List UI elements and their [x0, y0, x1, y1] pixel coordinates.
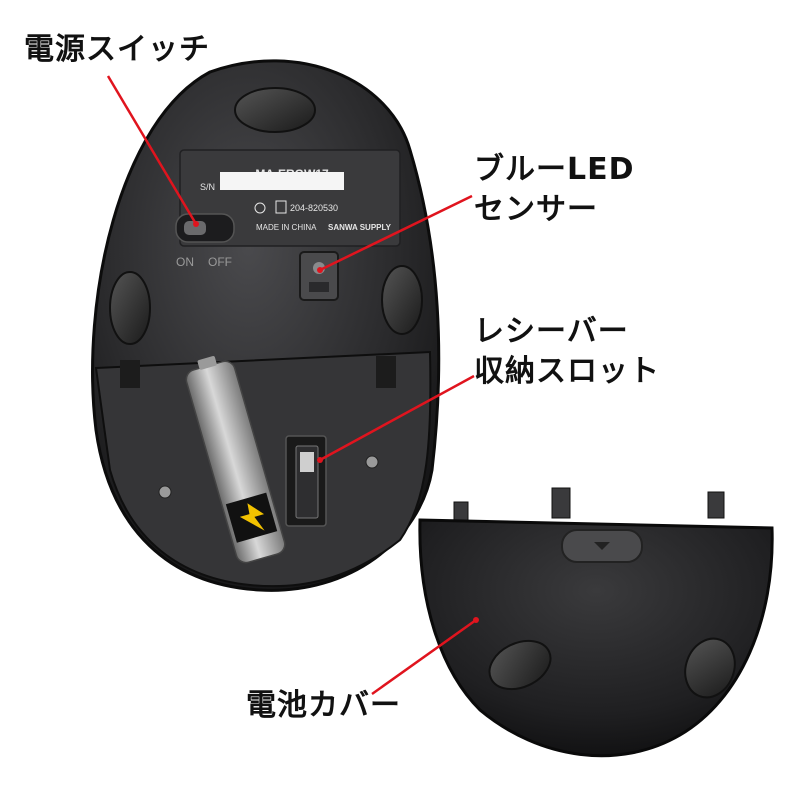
aa-battery — [185, 356, 286, 564]
callout-led-sensor-line1: ブルーLED — [474, 152, 635, 187]
compartment-latch-left — [120, 360, 140, 388]
leader-receiver-slot — [319, 374, 475, 462]
switch-off-label: OFF — [208, 255, 232, 269]
switch-on-label: ON — [176, 255, 194, 269]
battery-cover[interactable] — [418, 487, 774, 758]
leader-lines — [106, 75, 479, 696]
brand-text: SANWA SUPPLY — [328, 223, 392, 232]
screw-right-icon — [365, 455, 379, 469]
callout-battery-cover-text: 電池カバー — [246, 688, 401, 723]
compartment-latch-right — [376, 356, 396, 388]
leader-led-sensor — [319, 194, 473, 272]
certification-mark-icon — [254, 202, 266, 214]
leader-battery-cover — [371, 618, 477, 696]
sn-label: S/N — [200, 182, 215, 192]
battery-lightning-icon — [239, 503, 265, 531]
screw-left-icon — [158, 485, 172, 499]
cover-arrow-icon — [594, 542, 610, 550]
origin-text: MADE IN CHINA — [256, 223, 317, 232]
callout-battery-cover: 電池カバー — [246, 686, 401, 726]
cert-number: 204-820530 — [290, 203, 338, 213]
leader-power-switch — [106, 75, 198, 225]
callout-receiver-slot-line1: レシーバー — [474, 314, 629, 349]
power-switch-knob[interactable] — [184, 221, 206, 235]
right-foot-pad — [381, 265, 423, 335]
mouse-body: MA-ERGW17 S/N 204-820530 MADE IN CHINA S… — [91, 59, 441, 592]
sensor-window — [309, 282, 329, 292]
blue-led-sensor — [299, 251, 339, 301]
cover-foot-pad-right — [684, 637, 736, 699]
callout-receiver-slot-line2: 収納スロット — [474, 354, 660, 389]
callout-power-switch-text: 電源スイッチ — [24, 32, 210, 67]
top-foot-pad — [234, 87, 316, 133]
callout-led-sensor-line2: センサー — [474, 192, 598, 227]
cover-foot-pad-left — [488, 639, 552, 691]
callout-led-sensor: ブルーLED センサー — [474, 150, 635, 230]
r-mark-icon — [275, 200, 287, 214]
serial-number-box — [220, 172, 344, 190]
callout-power-switch: 電源スイッチ — [24, 30, 210, 70]
left-foot-pad — [109, 271, 151, 345]
callout-receiver-slot: レシーバー 収納スロット — [474, 312, 660, 392]
